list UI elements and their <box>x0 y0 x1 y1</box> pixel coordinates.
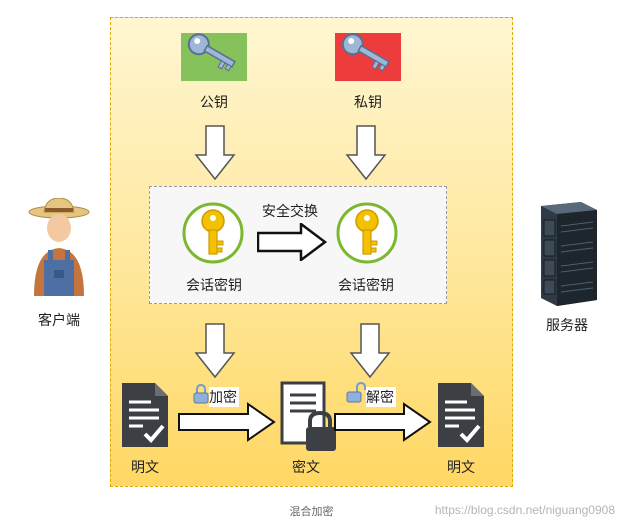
plaintext-right-label: 明文 <box>447 460 475 476</box>
server-rack-icon <box>541 202 597 306</box>
down-arrow-icon <box>349 323 391 379</box>
right-arrow-icon <box>178 402 276 442</box>
lock-icon <box>193 384 209 404</box>
down-arrow-icon <box>194 323 236 379</box>
plaintext-left-label: 明文 <box>131 460 159 476</box>
session-key-right-icon <box>336 202 398 264</box>
session-key-left-icon <box>182 202 244 264</box>
public-key-label: 公钥 <box>200 95 228 111</box>
figure-caption: 混合加密 <box>289 505 334 518</box>
decrypt-label: 解密 <box>366 387 396 407</box>
down-arrow-icon <box>194 125 236 181</box>
session-key-left-label: 会话密钥 <box>186 278 242 294</box>
right-arrow-icon <box>257 223 327 261</box>
plaintext-document-icon <box>122 383 168 447</box>
client-farmer-icon <box>28 198 90 296</box>
watermark: https://blog.csdn.net/niguang0908 <box>434 503 615 517</box>
down-arrow-icon <box>345 125 387 181</box>
ciphertext-label: 密文 <box>292 460 320 476</box>
private-key-label: 私钥 <box>354 95 382 111</box>
public-key-icon <box>181 33 247 81</box>
unlock-icon <box>346 382 366 403</box>
client-label: 客户端 <box>38 313 80 329</box>
private-key-icon <box>335 33 401 81</box>
exchange-label: 安全交换 <box>262 204 318 220</box>
plaintext-document-icon <box>438 383 484 447</box>
right-arrow-icon <box>334 402 432 442</box>
encrypt-label: 加密 <box>209 387 239 407</box>
session-key-right-label: 会话密钥 <box>338 278 394 294</box>
ciphertext-document-icon <box>280 381 336 451</box>
server-label: 服务器 <box>546 318 588 334</box>
